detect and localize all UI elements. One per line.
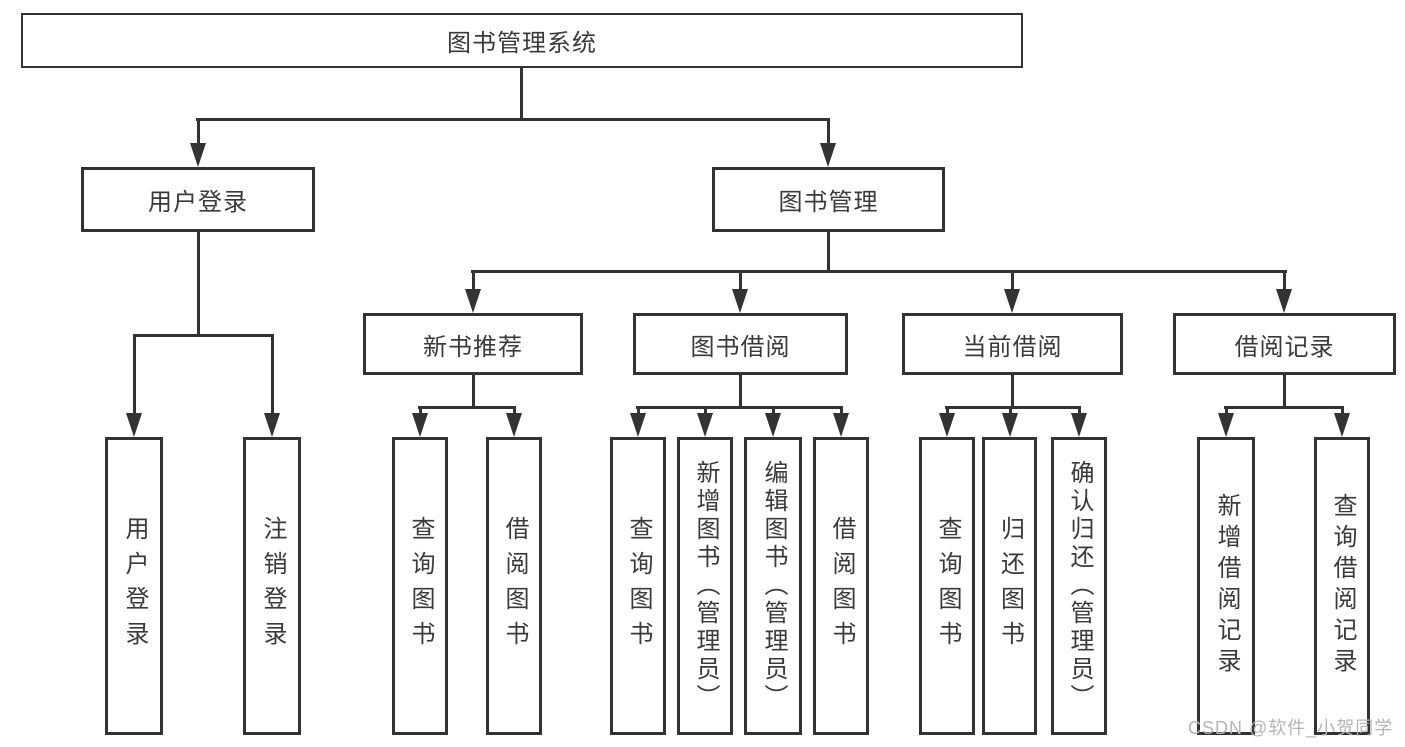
arrowhead-down bbox=[126, 413, 142, 437]
connector-stub bbox=[637, 406, 640, 416]
node-label: 用户登录 bbox=[148, 189, 248, 216]
node-label: 借阅图书 bbox=[828, 516, 855, 656]
arrowhead-down bbox=[506, 413, 522, 437]
node-label: 图书借阅 bbox=[690, 333, 791, 361]
node-label: 图书管理系统 bbox=[447, 30, 597, 57]
connector-stub bbox=[1011, 270, 1014, 292]
connector-vertical bbox=[197, 232, 200, 336]
leaf-return-books: 归还图书 bbox=[982, 437, 1037, 735]
connector-stub bbox=[1009, 406, 1012, 416]
leaf-edit-books-admin: 编辑图书（管理员） bbox=[744, 437, 802, 735]
connector-stub bbox=[271, 334, 274, 416]
arrowhead-down bbox=[697, 413, 713, 437]
arrowhead-down bbox=[264, 413, 280, 437]
node-user-login-group: 用户登录 bbox=[81, 167, 315, 232]
node-book-management: 图书管理 bbox=[712, 167, 945, 232]
node-label: 借阅图书 bbox=[501, 516, 528, 656]
leaf-add-borrow-record: 新增借阅记录 bbox=[1197, 437, 1255, 735]
leaf-confirm-return-admin: 确认归还（管理员） bbox=[1051, 437, 1107, 735]
connector-vertical bbox=[1283, 375, 1286, 408]
connector-stub bbox=[1341, 406, 1344, 416]
connector-stub bbox=[197, 118, 200, 146]
node-book-borrowing: 图书借阅 bbox=[633, 313, 848, 375]
node-new-book-recommendation: 新书推荐 bbox=[363, 313, 583, 375]
arrowhead-down bbox=[630, 413, 646, 437]
leaf-query-borrow-record: 查询借阅记录 bbox=[1314, 437, 1370, 735]
connector-stub bbox=[840, 406, 843, 416]
connector-stub bbox=[419, 406, 422, 416]
connector-stub bbox=[472, 270, 475, 292]
connector-vertical bbox=[739, 375, 742, 408]
connector-stub bbox=[704, 406, 707, 416]
node-label: 确认归还（管理员） bbox=[1066, 460, 1093, 712]
connector-stub bbox=[739, 270, 742, 292]
connector-root-vertical bbox=[520, 68, 523, 121]
node-label: 查询图书 bbox=[934, 516, 961, 656]
connector-horizontal bbox=[133, 334, 274, 337]
connector-stub bbox=[133, 334, 136, 416]
arrowhead-down bbox=[1334, 413, 1350, 437]
leaf-logout: 注销登录 bbox=[243, 437, 301, 735]
leaf-borrow-books: 借阅图书 bbox=[486, 437, 542, 735]
connector-vertical bbox=[472, 375, 475, 408]
arrowhead-down bbox=[1071, 413, 1087, 437]
arrowhead-down bbox=[465, 289, 481, 313]
arrowhead-down bbox=[732, 289, 748, 313]
arrowhead-down bbox=[820, 143, 836, 167]
node-label: 新增图书（管理员） bbox=[692, 460, 719, 712]
connector-stub bbox=[827, 118, 830, 146]
leaf-user-login: 用户登录 bbox=[105, 437, 163, 735]
leaf-query-books: 查询图书 bbox=[392, 437, 448, 735]
arrowhead-down bbox=[1002, 413, 1018, 437]
node-label: 编辑图书（管理员） bbox=[760, 460, 787, 712]
node-label: 新增借阅记录 bbox=[1213, 493, 1240, 679]
node-library-management-system: 图书管理系统 bbox=[21, 13, 1023, 68]
leaf-add-books-admin: 新增图书（管理员） bbox=[677, 437, 733, 735]
arrowhead-down bbox=[833, 413, 849, 437]
node-label: 查询图书 bbox=[407, 516, 434, 656]
leaf-borrow-books: 借阅图书 bbox=[813, 437, 869, 735]
connector-vertical bbox=[1011, 375, 1014, 408]
connector-stub bbox=[1225, 406, 1228, 416]
node-label: 注销登录 bbox=[259, 516, 286, 656]
node-label: 当前借阅 bbox=[962, 333, 1063, 361]
connector-stub bbox=[513, 406, 516, 416]
node-current-borrowing: 当前借阅 bbox=[902, 313, 1123, 375]
leaf-query-books: 查询图书 bbox=[610, 437, 666, 735]
arrowhead-down bbox=[190, 143, 206, 167]
arrowhead-down bbox=[1004, 289, 1020, 313]
connector-stub bbox=[1283, 270, 1286, 292]
arrowhead-down bbox=[939, 413, 955, 437]
watermark: CSDN @软件_小贺同学 bbox=[1188, 718, 1394, 738]
connector-stub bbox=[946, 406, 949, 416]
connector-root-horizontal bbox=[196, 118, 830, 121]
connector-horizontal bbox=[945, 406, 1081, 409]
node-label: 借阅记录 bbox=[1234, 333, 1335, 361]
connector-horizontal bbox=[1224, 406, 1344, 409]
arrowhead-down bbox=[1218, 413, 1234, 437]
connector-stub bbox=[772, 406, 775, 416]
connector-horizontal bbox=[636, 406, 843, 409]
node-label: 归还图书 bbox=[996, 516, 1024, 656]
node-label: 查询图书 bbox=[625, 516, 652, 656]
arrowhead-down bbox=[1276, 289, 1292, 313]
node-label: 查询借阅记录 bbox=[1329, 493, 1356, 679]
node-label: 新书推荐 bbox=[423, 333, 523, 361]
node-label: 用户登录 bbox=[121, 516, 148, 656]
connector-horizontal bbox=[471, 270, 1287, 273]
connector-stub bbox=[1078, 406, 1081, 416]
arrowhead-down bbox=[765, 413, 781, 437]
connector-vertical bbox=[827, 232, 830, 272]
node-label: 图书管理 bbox=[778, 189, 879, 216]
leaf-query-books: 查询图书 bbox=[919, 437, 975, 735]
connector-horizontal bbox=[418, 406, 516, 409]
arrowhead-down bbox=[412, 413, 428, 437]
node-borrowing-records: 借阅记录 bbox=[1173, 313, 1396, 375]
